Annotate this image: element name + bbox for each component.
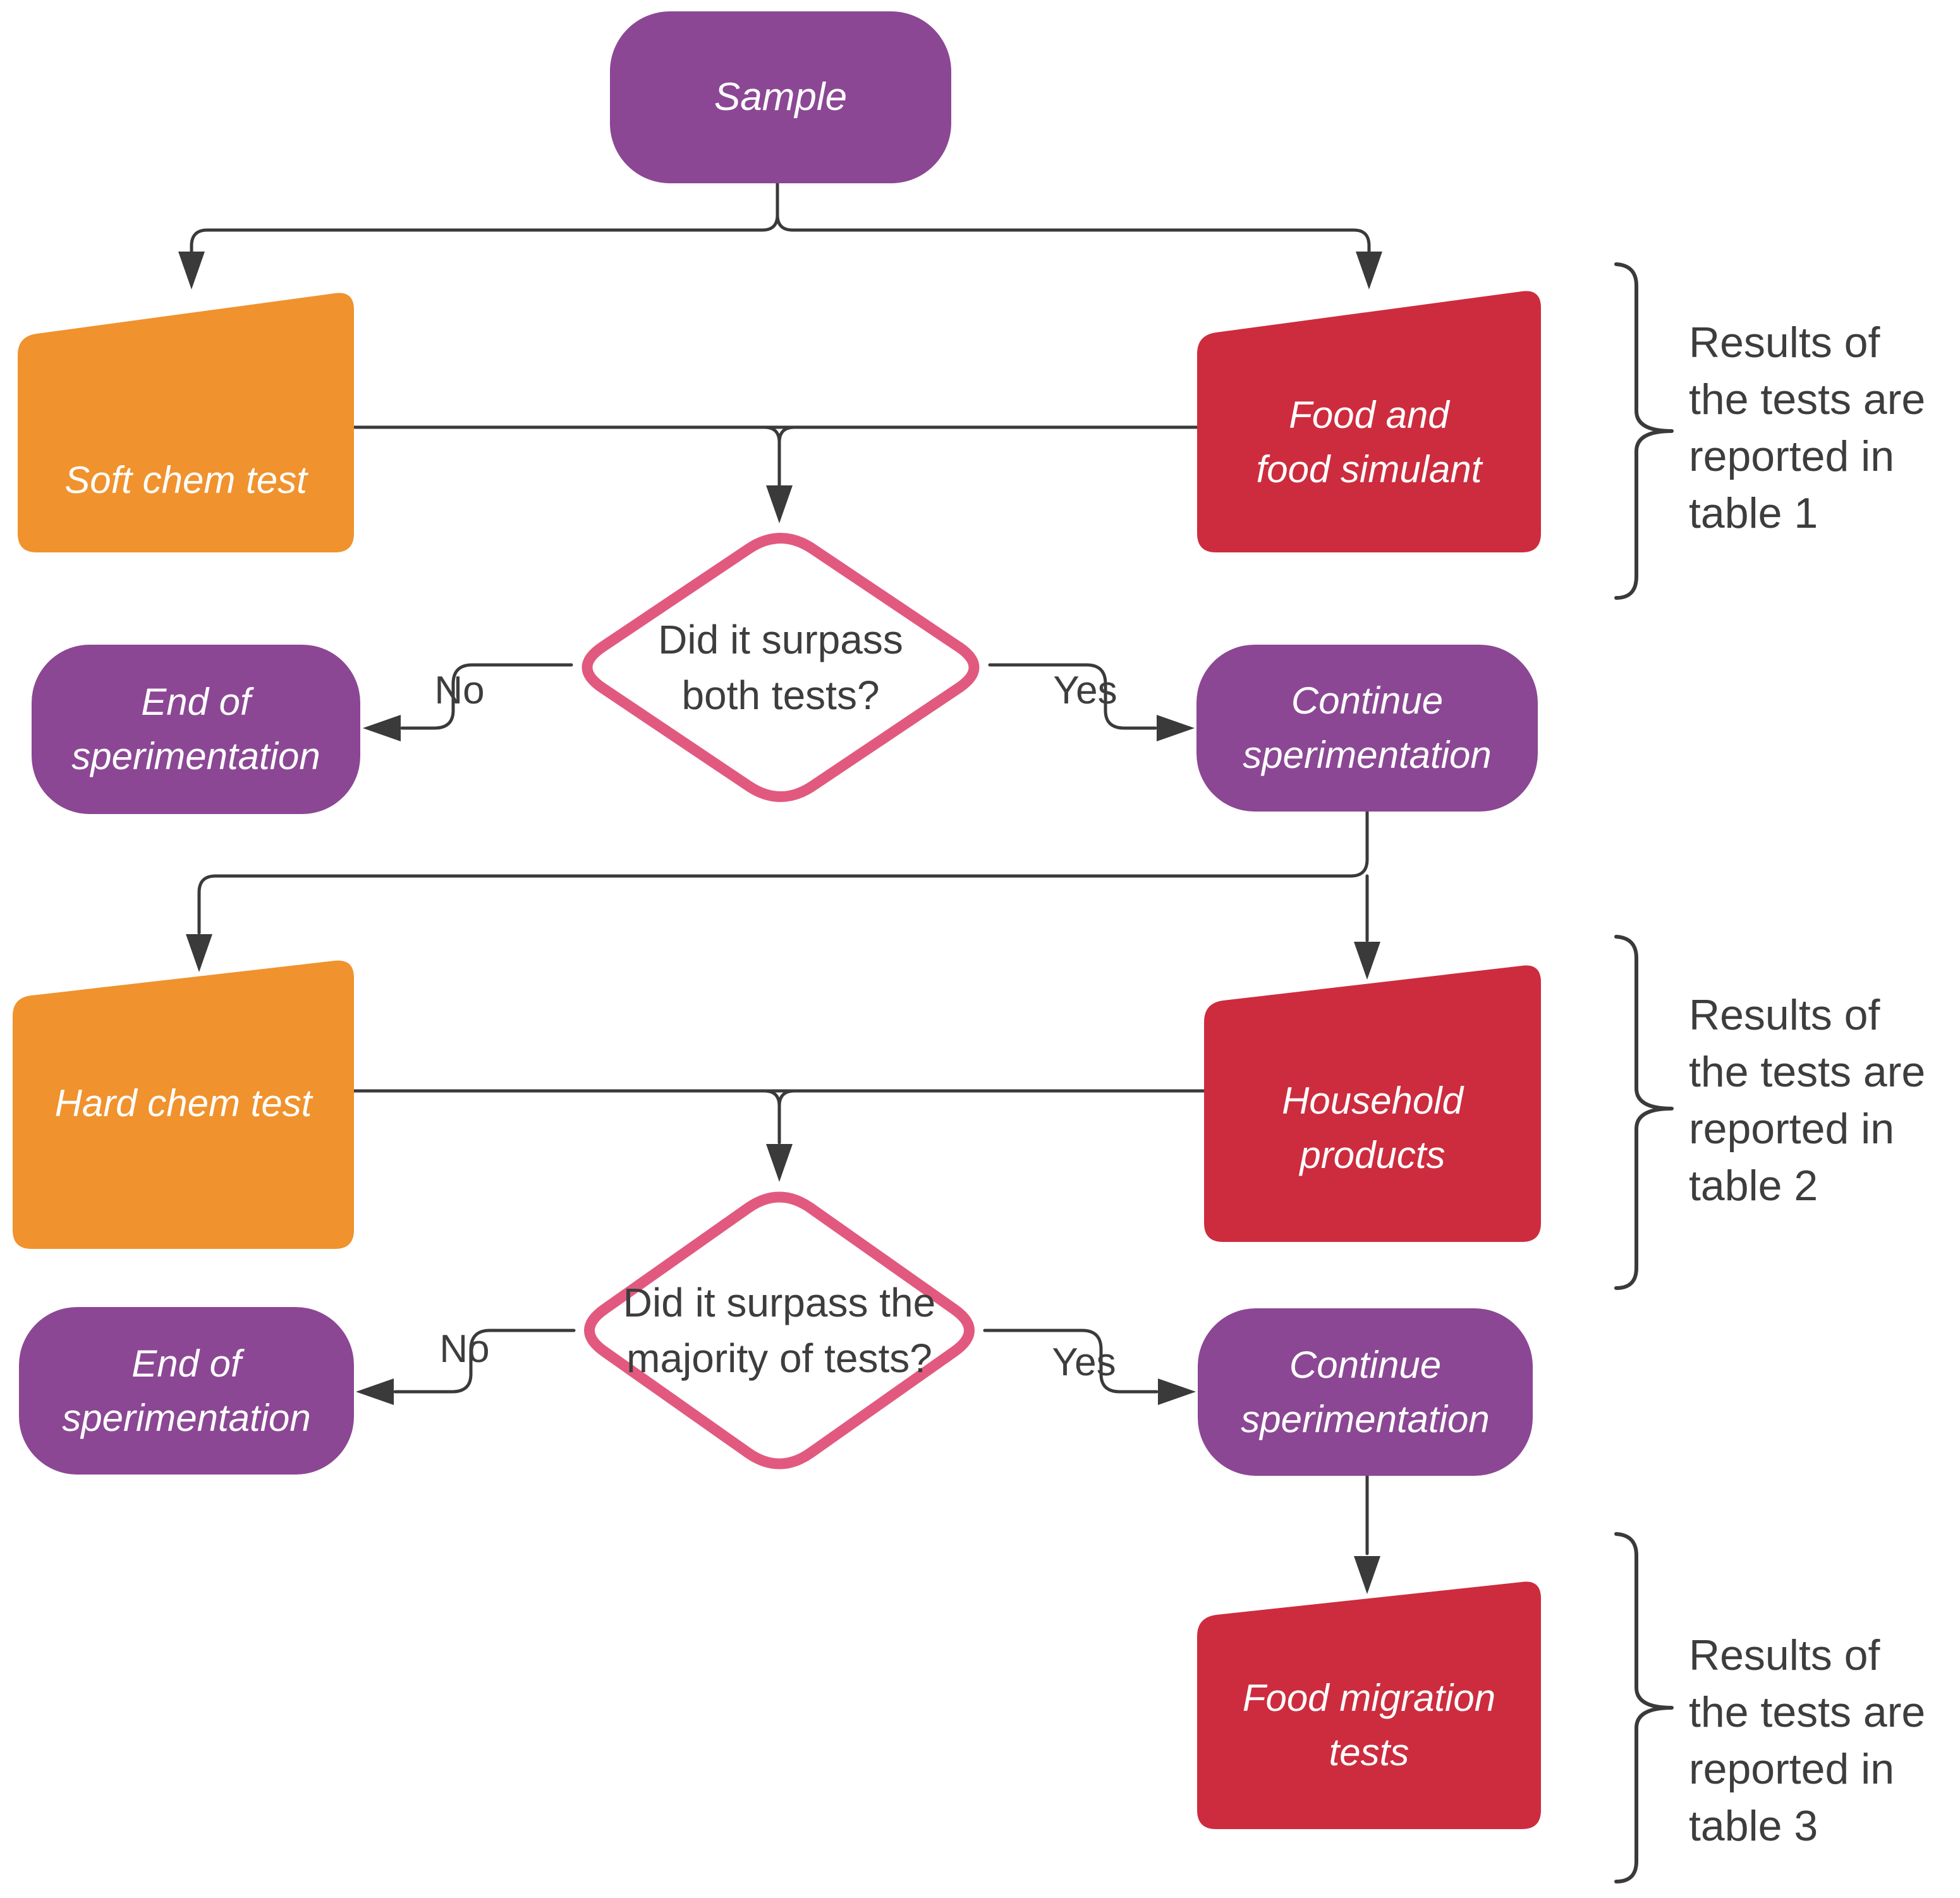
soft-chem-test-node bbox=[18, 293, 354, 552]
decision-1-diamond bbox=[581, 533, 980, 802]
arrowhead-into-household bbox=[1354, 942, 1380, 980]
arrowhead-group bbox=[178, 252, 1382, 1594]
connector-sample-to-foodsim bbox=[776, 213, 1371, 253]
connector-yes-1 bbox=[988, 663, 1157, 730]
household-products-node bbox=[1204, 965, 1541, 1242]
curly-brace-2 bbox=[1614, 935, 1674, 1290]
decision-2-diamond bbox=[584, 1191, 975, 1469]
arrowhead-into-food-migration bbox=[1354, 1556, 1380, 1594]
arrowhead-into-soft-chem bbox=[178, 252, 205, 289]
connector-fork-left-1 bbox=[762, 425, 781, 487]
connector-sample-to-soft bbox=[190, 213, 779, 253]
brace-group bbox=[1614, 262, 1674, 1883]
continue-sperimentation-node-2 bbox=[1198, 1308, 1533, 1476]
connector-fork-left-2 bbox=[762, 1089, 781, 1145]
connector-group bbox=[190, 181, 1371, 1555]
connector-continue1-to-hard bbox=[197, 810, 1369, 935]
end-of-sperimentation-node-2 bbox=[19, 1307, 354, 1475]
arrowhead-into-hard-chem bbox=[186, 934, 212, 972]
arrowhead-into-end-1 bbox=[363, 715, 401, 741]
connector-no-1 bbox=[400, 663, 573, 730]
arrowhead-into-decision-2 bbox=[766, 1144, 793, 1182]
sample-node bbox=[610, 11, 951, 183]
arrowhead-into-continue-1 bbox=[1157, 715, 1195, 741]
continue-sperimentation-node-1 bbox=[1196, 645, 1538, 812]
food-migration-tests-node bbox=[1197, 1581, 1541, 1829]
arrowhead-into-end-2 bbox=[356, 1378, 394, 1405]
food-and-food-simulant-node bbox=[1197, 291, 1541, 552]
connector-yes-2 bbox=[983, 1329, 1159, 1394]
connector-fork-right-2 bbox=[777, 1089, 796, 1108]
arrowhead-into-food-simulant bbox=[1356, 252, 1382, 289]
arrowhead-into-decision-1 bbox=[766, 485, 793, 523]
hard-chem-test-node bbox=[13, 960, 354, 1249]
curly-brace-3 bbox=[1614, 1532, 1674, 1883]
curly-brace-1 bbox=[1614, 262, 1674, 600]
arrowhead-into-continue-2 bbox=[1158, 1378, 1196, 1405]
connector-fork-right-1 bbox=[777, 425, 796, 444]
end-of-sperimentation-node-1 bbox=[32, 645, 360, 814]
connector-no-2 bbox=[393, 1329, 576, 1394]
